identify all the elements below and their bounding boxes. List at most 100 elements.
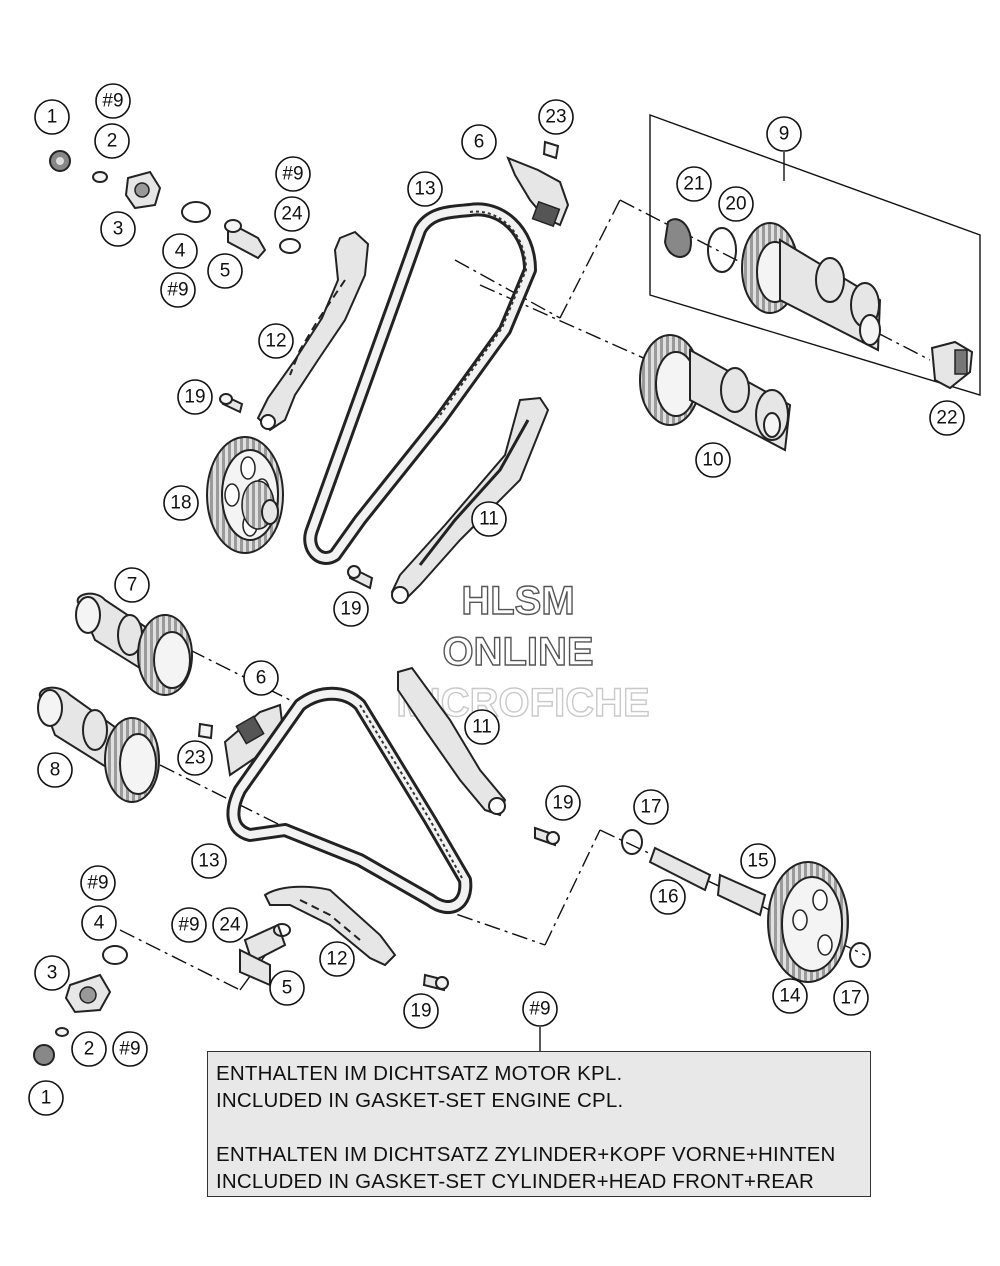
callout-30[interactable]: 13 <box>191 843 227 879</box>
svg-text:22: 22 <box>936 408 957 429</box>
callout-27[interactable]: 8 <box>37 752 73 788</box>
callout-31[interactable]: 15 <box>740 843 776 879</box>
callout-43[interactable]: #9 <box>522 991 558 1027</box>
callout-21[interactable]: 22 <box>929 400 965 436</box>
camshaft-8 <box>37 686 160 803</box>
guide-rail-11-upper <box>390 396 550 604</box>
svg-text:#9: #9 <box>167 280 188 301</box>
intermediate-gear-18 <box>206 436 284 554</box>
callout-7[interactable]: 5 <box>207 253 243 289</box>
callout-32[interactable]: 16 <box>650 879 686 915</box>
callout-25[interactable]: 11 <box>464 709 500 745</box>
callout-28[interactable]: 19 <box>545 785 581 821</box>
callout-15[interactable]: 20 <box>718 186 754 222</box>
note-line-4: INCLUDED IN GASKET-SET CYLINDER+HEAD FRO… <box>216 1170 814 1193</box>
callouts: 1 #9 2 3 4 #9 5 #9 24 6 23 13 9 21 20 12… <box>28 83 965 1116</box>
bolt-19-upper <box>219 393 244 414</box>
svg-text:13: 13 <box>414 179 435 200</box>
svg-text:15: 15 <box>747 851 768 872</box>
callout-12[interactable]: 13 <box>407 171 443 207</box>
note-line-1: ENTHALTEN IM DICHTSATZ MOTOR KPL. <box>216 1062 623 1085</box>
callout-34[interactable]: 4 <box>81 905 117 941</box>
svg-text:4: 4 <box>175 241 186 262</box>
svg-text:3: 3 <box>47 963 58 984</box>
guide-rail-12-lower <box>263 885 397 967</box>
callout-18[interactable]: 18 <box>163 485 199 521</box>
callout-5[interactable]: 4 <box>162 233 198 269</box>
svg-text:5: 5 <box>220 261 231 282</box>
callout-33[interactable]: #9 <box>80 865 116 901</box>
callout-42[interactable]: 19 <box>403 993 439 1029</box>
svg-text:#9: #9 <box>87 873 108 894</box>
svg-text:9: 9 <box>779 124 790 145</box>
svg-text:23: 23 <box>184 748 205 769</box>
callout-37[interactable]: 12 <box>319 941 355 977</box>
timing-chain-13-upper <box>303 202 537 565</box>
timing-chain-13-lower <box>226 686 473 914</box>
callout-29[interactable]: 17 <box>633 789 669 825</box>
svg-text:#9: #9 <box>529 999 550 1020</box>
callout-26[interactable]: 23 <box>177 740 213 776</box>
callout-17[interactable]: 19 <box>177 379 213 415</box>
callout-10[interactable]: 6 <box>461 124 497 160</box>
callout-16[interactable]: 12 <box>258 323 294 359</box>
callout-46[interactable]: 1 <box>28 1080 64 1116</box>
callout-1[interactable]: 1 <box>34 99 70 135</box>
callout-41[interactable]: 17 <box>833 980 869 1016</box>
watermark-line-1: HLSM <box>461 579 574 623</box>
callout-38[interactable]: 5 <box>269 970 305 1006</box>
svg-text:21: 21 <box>683 174 704 195</box>
svg-text:2: 2 <box>84 1039 95 1060</box>
callout-40[interactable]: 14 <box>772 978 808 1014</box>
svg-text:11: 11 <box>479 509 499 530</box>
callout-35[interactable]: #9 <box>171 907 207 943</box>
svg-text:19: 19 <box>410 1001 431 1022</box>
callout-11[interactable]: 23 <box>538 99 574 135</box>
camshaft-9-intake <box>663 218 882 352</box>
callout-36[interactable]: 24 <box>212 907 248 943</box>
callout-19[interactable]: 10 <box>695 442 731 478</box>
callout-22[interactable]: 19 <box>333 591 369 627</box>
callout-8[interactable]: #9 <box>275 156 311 192</box>
bolt-19-mid <box>347 565 374 590</box>
gasket-set-note: ENTHALTEN IM DICHTSATZ MOTOR KPL. INCLUD… <box>207 1051 871 1197</box>
note-line-3: ENTHALTEN IM DICHTSATZ ZYLINDER+KOPF VOR… <box>216 1143 836 1166</box>
callout-45[interactable]: #9 <box>112 1031 148 1067</box>
callout-6[interactable]: #9 <box>160 272 196 308</box>
callout-44[interactable]: 2 <box>71 1031 107 1067</box>
callout-20[interactable]: 11 <box>471 501 507 537</box>
svg-text:18: 18 <box>170 493 191 514</box>
svg-text:#9: #9 <box>102 91 123 112</box>
callout-13[interactable]: 9 <box>766 116 802 152</box>
chain-tensioner-6-top <box>506 140 570 228</box>
callout-3[interactable]: 2 <box>94 123 130 159</box>
svg-text:8: 8 <box>50 760 61 781</box>
camshaft-7 <box>75 592 193 696</box>
callout-9[interactable]: 24 <box>274 196 310 232</box>
intermediate-gear-14 <box>621 829 871 983</box>
callout-23[interactable]: 7 <box>114 567 150 603</box>
tensioner-parts-bottom <box>33 923 291 1066</box>
callout-2[interactable]: #9 <box>95 83 131 119</box>
svg-text:12: 12 <box>326 949 347 970</box>
svg-text:19: 19 <box>340 599 361 620</box>
note-line-2: INCLUDED IN GASKET-SET ENGINE CPL. <box>216 1089 624 1112</box>
callout-4[interactable]: 3 <box>100 211 136 247</box>
svg-text:17: 17 <box>840 988 861 1009</box>
svg-text:16: 16 <box>657 887 678 908</box>
svg-text:19: 19 <box>184 387 205 408</box>
guide-rail-11-lower <box>397 666 507 817</box>
svg-text:23: 23 <box>545 107 566 128</box>
svg-text:3: 3 <box>113 219 124 240</box>
callout-39[interactable]: 3 <box>34 955 70 991</box>
svg-text:6: 6 <box>474 132 485 153</box>
callout-14[interactable]: 21 <box>676 166 712 202</box>
watermark-line-2: ONLINE <box>442 630 593 674</box>
svg-text:11: 11 <box>472 717 492 738</box>
callout-24[interactable]: 6 <box>243 660 279 696</box>
chain-tensioner-6-bottom <box>197 703 284 777</box>
svg-text:20: 20 <box>725 194 746 215</box>
svg-text:13: 13 <box>198 851 219 872</box>
svg-text:24: 24 <box>219 915 241 936</box>
